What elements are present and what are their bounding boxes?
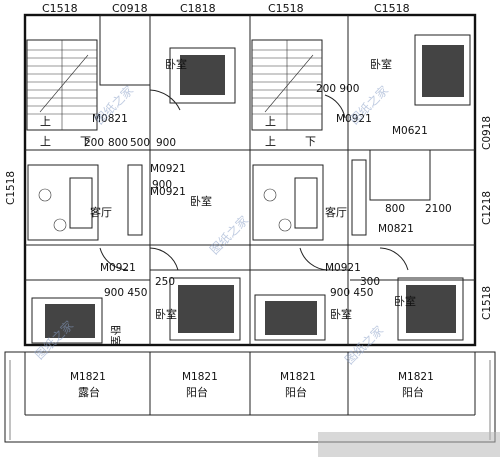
dim-900-450-right: 900 450 bbox=[330, 287, 373, 299]
dim-900-living: 900 bbox=[152, 179, 172, 191]
balcony-area bbox=[4, 351, 496, 443]
dim-200-top: 200 bbox=[84, 137, 104, 149]
dim-900-450-left: 900 450 bbox=[104, 287, 147, 299]
door-m0921-top: M0921 bbox=[336, 113, 372, 125]
door-arc-4 bbox=[149, 247, 179, 271]
dim-800-right: 800 bbox=[385, 203, 405, 215]
dim-300: 300 bbox=[360, 276, 380, 288]
room-bedroom-4: 卧室 bbox=[109, 325, 122, 346]
terrace-label: 露台 bbox=[78, 385, 100, 399]
stair-up-left: 上 bbox=[40, 135, 51, 148]
dim-800-top: 800 bbox=[108, 137, 128, 149]
bed-top-2 bbox=[414, 34, 471, 106]
dim-500-top: 500 bbox=[130, 137, 150, 149]
door-arc-2 bbox=[324, 94, 346, 119]
door-arc-3 bbox=[99, 247, 129, 271]
room-bedroom-1: 卧室 bbox=[165, 57, 187, 71]
window-top-3: C1818 bbox=[180, 2, 216, 15]
window-top-2: C0918 bbox=[112, 2, 148, 15]
door-m1821-3: M1821 bbox=[280, 371, 316, 383]
stair-down-right: 下 bbox=[305, 135, 316, 148]
door-m1821-1: M1821 bbox=[70, 371, 106, 383]
staircase-left bbox=[26, 39, 98, 131]
door-m0921-d: M0921 bbox=[150, 186, 186, 198]
window-top-5: C1518 bbox=[374, 2, 410, 15]
balcony-label-3: 阳台 bbox=[402, 385, 424, 399]
stair-top-up-right: 上 bbox=[265, 115, 276, 128]
room-bedroom-2: 卧室 bbox=[370, 57, 392, 71]
bed-top-1 bbox=[169, 47, 236, 104]
door-m1821-4: M1821 bbox=[398, 371, 434, 383]
window-top-4: C1518 bbox=[268, 2, 304, 15]
tv-cabinet-left bbox=[127, 164, 143, 236]
room-living-2: 客厅 bbox=[325, 205, 347, 219]
staircase-right bbox=[251, 39, 323, 131]
dim-2100: 2100 bbox=[425, 203, 452, 215]
dim-200-900: 200 900 bbox=[316, 83, 359, 95]
sofa-left bbox=[27, 164, 99, 241]
window-side-right-2: C1218 bbox=[481, 191, 493, 225]
window-side-left: C1518 bbox=[5, 171, 17, 205]
room-bedroom-6: 卧室 bbox=[330, 307, 352, 321]
tv-cabinet-right bbox=[351, 159, 367, 236]
door-m0921-c: M0921 bbox=[325, 262, 361, 274]
bed-bottom-3 bbox=[254, 294, 326, 341]
door-m0821-right: M0821 bbox=[378, 223, 414, 235]
door-arc-6 bbox=[379, 247, 409, 271]
balcony-label-2: 阳台 bbox=[285, 385, 307, 399]
bed-bottom-2 bbox=[169, 277, 241, 341]
room-bedroom-3: 卧室 bbox=[190, 194, 212, 208]
window-side-right-1: C0918 bbox=[481, 116, 493, 150]
bed-bottom-4 bbox=[397, 277, 464, 341]
door-arc-1 bbox=[149, 89, 181, 111]
window-side-right-3: C1518 bbox=[481, 286, 493, 320]
door-m1821-2: M1821 bbox=[182, 371, 218, 383]
door-m0821-top: M0821 bbox=[92, 113, 128, 125]
stair-down-left: 下 bbox=[80, 135, 91, 148]
door-m0921-b: M0921 bbox=[100, 262, 136, 274]
dim-250: 250 bbox=[155, 276, 175, 288]
room-living-1: 客厅 bbox=[90, 205, 112, 219]
bed-bottom-1 bbox=[31, 297, 103, 344]
stair-up-right: 上 bbox=[265, 135, 276, 148]
door-arc-5 bbox=[299, 247, 329, 271]
room-bedroom-7: 卧室 bbox=[394, 294, 416, 308]
watermark-strip bbox=[318, 432, 500, 457]
stair-top-up-left: 上 bbox=[40, 115, 51, 128]
window-top-1: C1518 bbox=[42, 2, 78, 15]
door-m0621: M0621 bbox=[392, 125, 428, 137]
dim-900-top: 900 bbox=[156, 137, 176, 149]
balcony-label-1: 阳台 bbox=[186, 385, 208, 399]
sofa-right bbox=[252, 164, 324, 241]
door-m0921-a: M0921 bbox=[150, 163, 186, 175]
room-bedroom-5: 卧室 bbox=[155, 307, 177, 321]
